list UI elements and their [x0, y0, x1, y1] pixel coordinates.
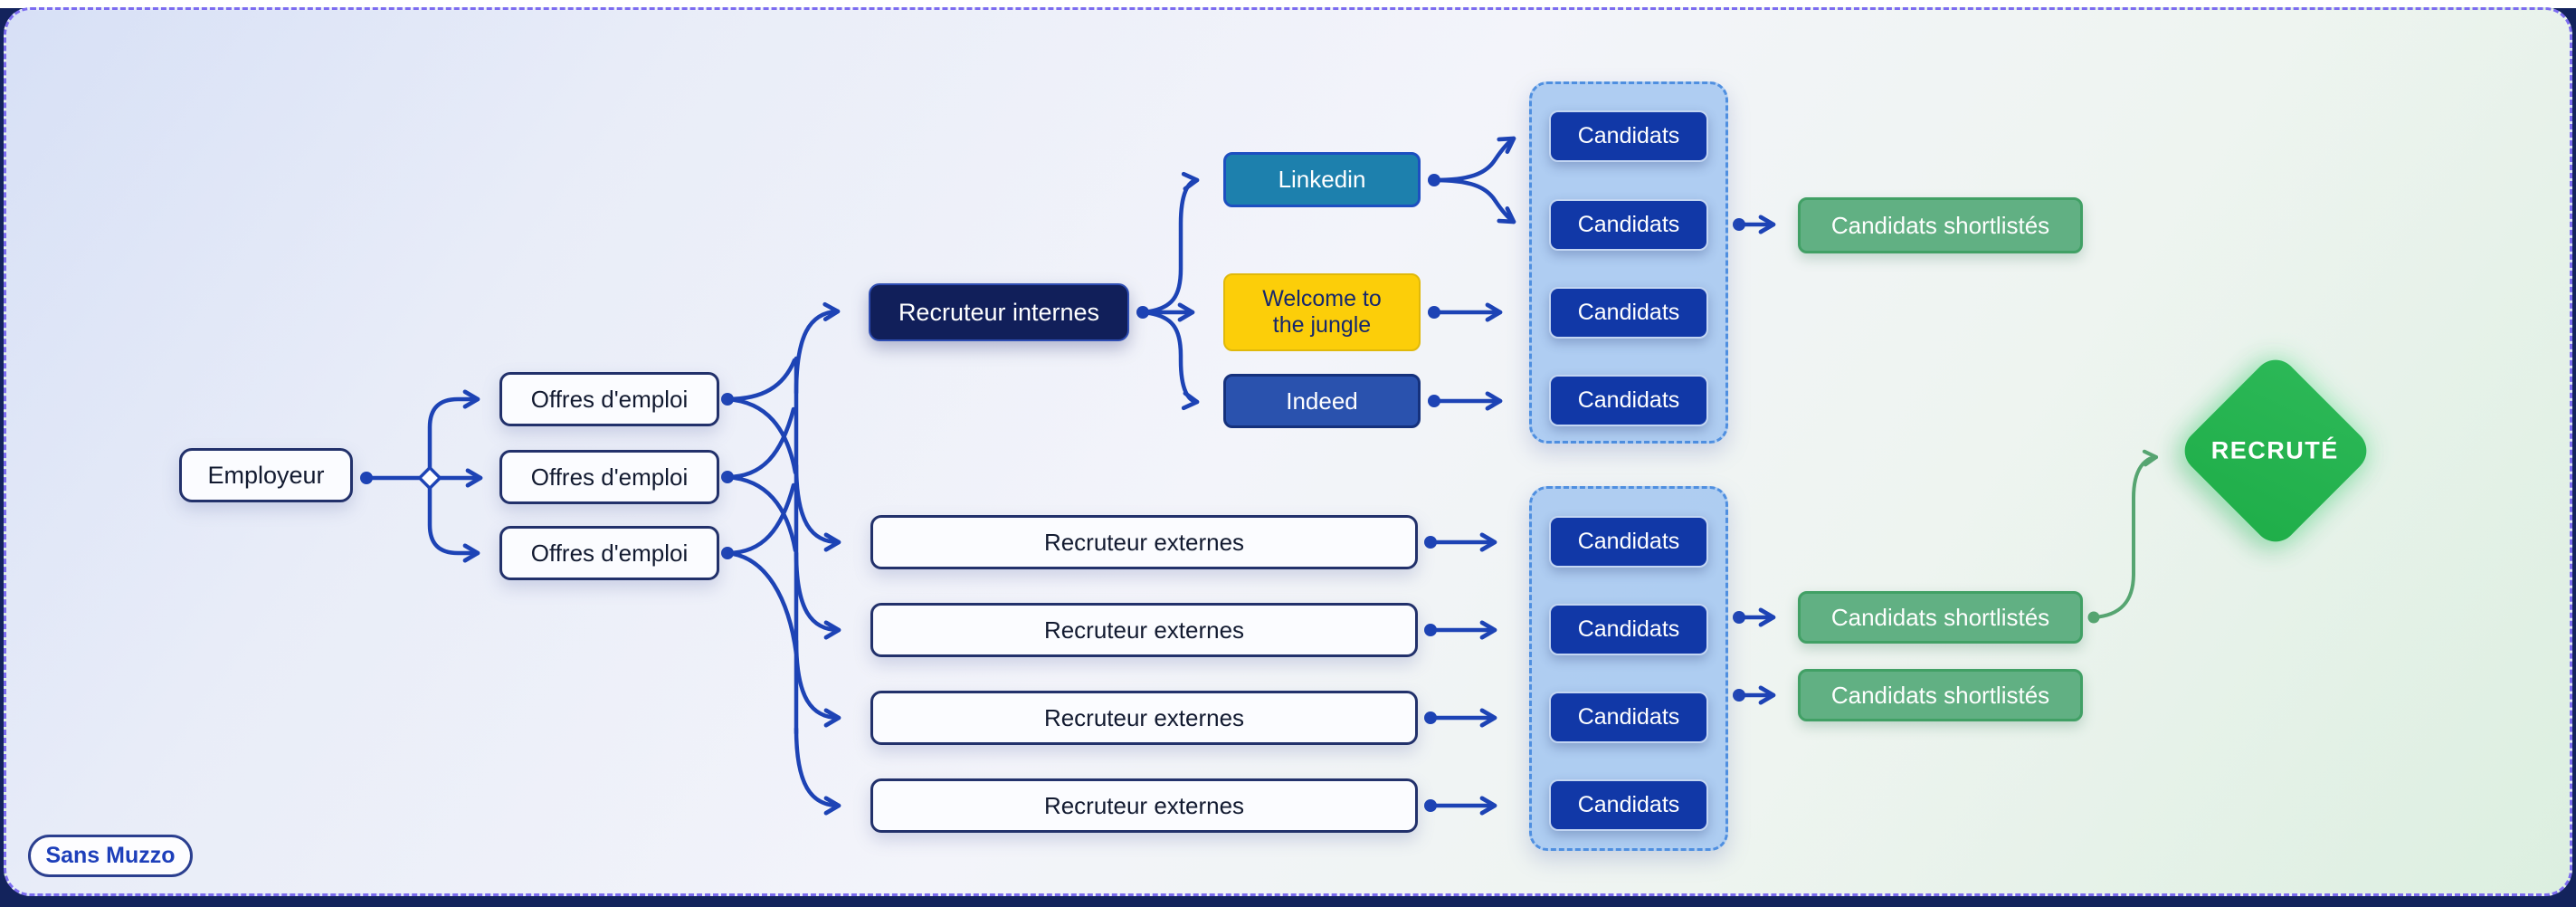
- node-recruteur-externes-2: Recruteur externes: [870, 603, 1418, 657]
- recrute-label: RECRUTÉ: [2211, 436, 2340, 464]
- node-offre-emploi-2: Offres d'emploi: [499, 450, 719, 504]
- node-recruteur-externes-4: Recruteur externes: [870, 778, 1418, 833]
- top-margin-strip: [0, 0, 2576, 8]
- junction-diamond-icon: [417, 465, 442, 491]
- node-candidats-bottom-2: Candidats: [1549, 604, 1708, 655]
- node-candidats-bottom-1: Candidats: [1549, 516, 1708, 568]
- node-candidats-top-2: Candidats: [1549, 199, 1708, 251]
- candidats-to-shortlist-connector: [1733, 215, 1776, 705]
- node-shortlist-top: Candidats shortlistés: [1798, 197, 2083, 253]
- shortlist-to-recrute-connector: [2087, 449, 2159, 624]
- node-offre-emploi-3: Offres d'emploi: [499, 526, 719, 580]
- node-offre-emploi-1: Offres d'emploi: [499, 372, 719, 426]
- sans-muzzo-badge: Sans Muzzo: [28, 835, 193, 877]
- node-candidats-top-3: Candidats: [1549, 287, 1708, 339]
- employeur-to-offres-connector: [360, 389, 483, 563]
- node-employeur: Employeur: [179, 448, 353, 502]
- node-candidats-bottom-3: Candidats: [1549, 692, 1708, 743]
- node-indeed: Indeed: [1223, 374, 1421, 428]
- node-recruteur-internes: Recruteur internes: [869, 283, 1129, 341]
- internes-to-platforms-connector: [1136, 171, 1200, 411]
- node-candidats-bottom-4: Candidats: [1549, 779, 1708, 831]
- node-candidats-top-4: Candidats: [1549, 375, 1708, 426]
- node-shortlist-bottom-1: Candidats shortlistés: [1798, 591, 2083, 644]
- node-recruteur-externes-1: Recruteur externes: [870, 515, 1418, 569]
- node-candidats-top-1: Candidats: [1549, 110, 1708, 162]
- offres-to-recruteurs-weave-connector: [721, 301, 841, 816]
- platforms-to-candidats-connector: [1428, 136, 1516, 411]
- node-shortlist-bottom-2: Candidats shortlistés: [1798, 669, 2083, 721]
- node-welcome-to-the-jungle: Welcome to the jungle: [1223, 273, 1421, 351]
- node-linkedin: Linkedin: [1223, 152, 1421, 207]
- node-recruteur-externes-3: Recruteur externes: [870, 691, 1418, 745]
- externes-to-candidats-connector: [1424, 532, 1497, 816]
